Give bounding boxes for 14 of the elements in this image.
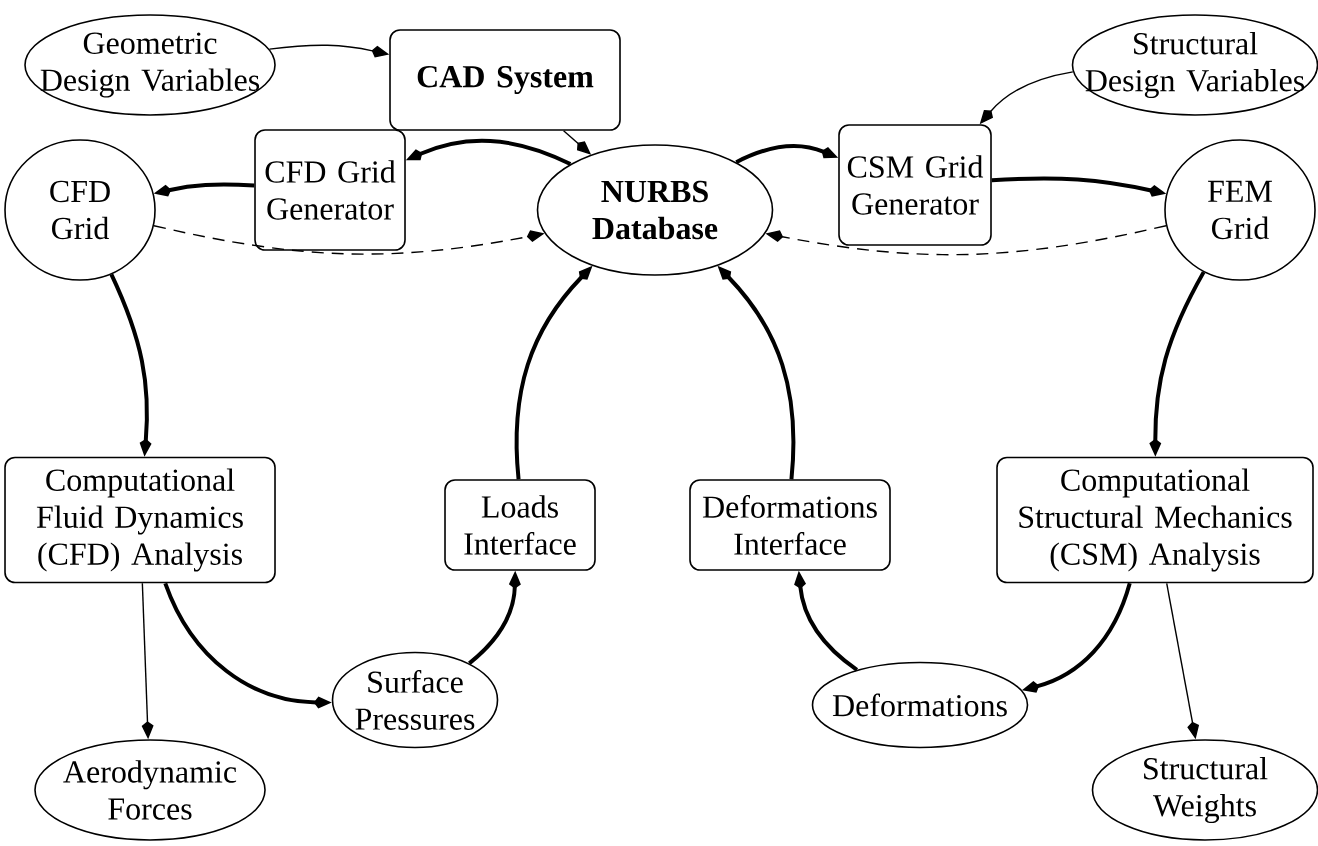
process-box: Computational Structural Mechanics (CSM) Analysis xyxy=(996,456,1314,584)
ellipse-node: CFD Grid xyxy=(4,139,156,281)
process-box: Computational Fluid Dynamics (CFD) Analysis xyxy=(4,456,276,584)
ellipse-node: Surface Pressures xyxy=(331,651,499,749)
ellipse-node: Aerodynamic Forces xyxy=(34,739,266,841)
process-box: CFD Grid Generator xyxy=(254,129,406,251)
ellipse-node: NURBS Database xyxy=(536,144,774,276)
ellipse-node: Geometric Design Variables xyxy=(24,14,276,116)
ellipse-node: Deformations xyxy=(811,661,1029,749)
process-box: CSM Grid Generator xyxy=(838,124,992,246)
ellipse-node: FEM Grid xyxy=(1164,139,1316,281)
process-box: CAD System xyxy=(389,29,621,131)
process-box: Deformations Interface xyxy=(689,479,891,571)
process-box: Loads Interface xyxy=(444,479,596,571)
